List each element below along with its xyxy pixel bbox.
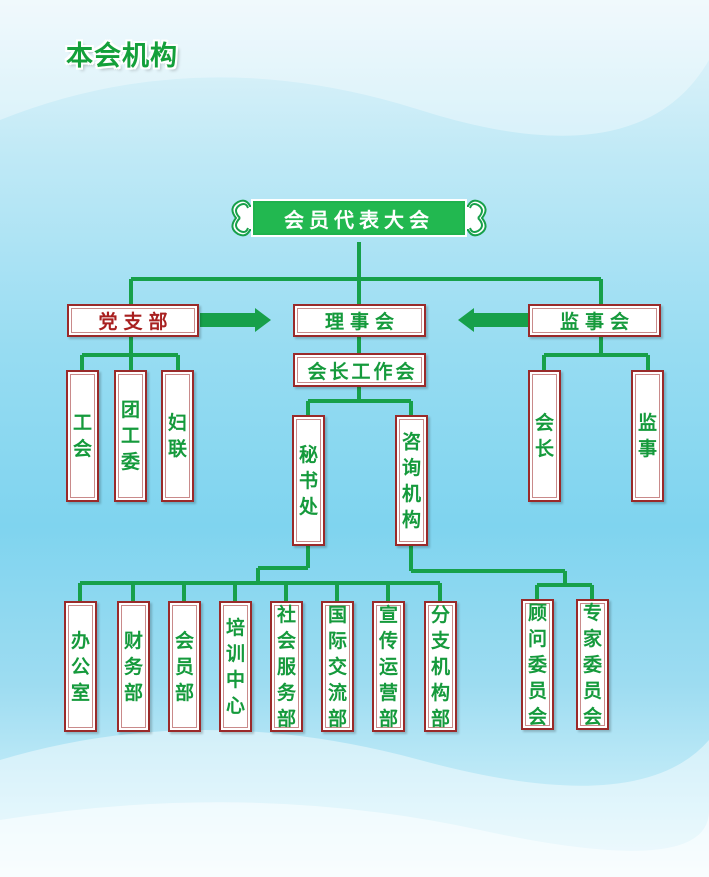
left-arrow-icon <box>458 308 528 332</box>
supervisor-child-box: 监事 <box>631 370 664 502</box>
committee-box: 顾问委员会 <box>521 599 554 730</box>
advisory-box: 咨询机构 <box>395 415 428 546</box>
supervisory-board-box: 监事会 <box>528 304 661 337</box>
council-label: 理事会 <box>324 311 400 333</box>
supervisor-child-label: 监事 <box>637 412 657 460</box>
advisory-label: 咨询机构 <box>401 430 421 531</box>
department-box: 财务部 <box>117 601 150 732</box>
department-box: 宣传运营部 <box>372 601 405 732</box>
supervisor-child-label: 会长 <box>534 412 554 460</box>
secretariat-label: 秘书处 <box>298 443 318 518</box>
president-office-box: 会长工作会 <box>293 353 426 387</box>
department-label: 办公室 <box>70 629 90 704</box>
party-child-box: 妇联 <box>161 370 194 502</box>
department-label: 会员部 <box>174 629 194 704</box>
party-branch-box: 党支部 <box>67 304 199 337</box>
supervisory-board-label: 监事会 <box>559 311 635 333</box>
department-label: 宣传运营部 <box>378 603 398 730</box>
department-box: 分支机构部 <box>424 601 457 732</box>
council-box: 理事会 <box>293 304 426 337</box>
committee-box: 专家委员会 <box>576 599 609 730</box>
department-label: 培训中心 <box>225 616 245 717</box>
department-label: 分支机构部 <box>430 603 450 730</box>
top-node-label: 会员代表大会 <box>284 207 434 232</box>
supervisor-child-box: 会长 <box>528 370 561 502</box>
committee-label: 专家委员会 <box>582 601 602 728</box>
department-box: 社会服务部 <box>270 601 303 732</box>
party-branch-label: 党支部 <box>98 311 174 333</box>
department-box: 会员部 <box>168 601 201 732</box>
department-box: 国际交流部 <box>321 601 354 732</box>
president-office-label: 会长工作会 <box>307 360 418 383</box>
right-arrow-icon <box>200 308 271 332</box>
party-child-box: 团工委 <box>114 370 147 502</box>
department-box: 办公室 <box>64 601 97 732</box>
committee-label: 顾问委员会 <box>527 601 547 728</box>
department-box: 培训中心 <box>219 601 252 732</box>
secretariat-box: 秘书处 <box>292 415 325 546</box>
department-label: 国际交流部 <box>327 603 347 730</box>
department-label: 财务部 <box>123 629 143 704</box>
party-child-label: 妇联 <box>167 412 187 460</box>
party-child-box: 工会 <box>66 370 99 502</box>
party-child-label: 工会 <box>72 412 92 460</box>
page-title: 本会机构 <box>66 41 178 72</box>
top-node-frame <box>231 199 487 237</box>
party-child-label: 团工委 <box>120 399 140 473</box>
department-label: 社会服务部 <box>276 603 296 730</box>
